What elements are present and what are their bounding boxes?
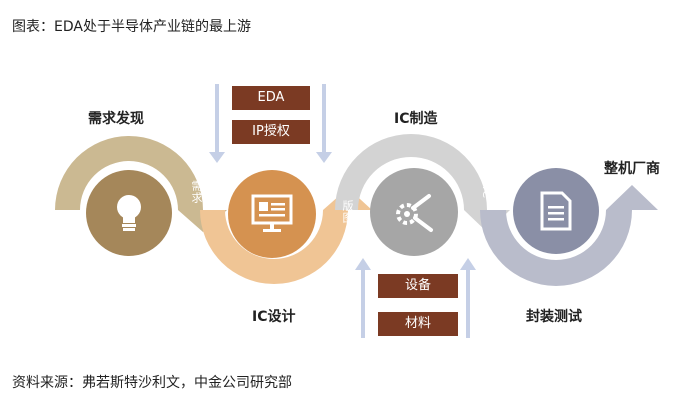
flow-label-layout: 版图 (341, 200, 354, 224)
demand-arc (55, 136, 227, 232)
packaging-arc (480, 185, 658, 286)
top-input-arrows (209, 84, 332, 163)
lightbulb-icon (117, 195, 141, 231)
bottom-input-arrows (355, 258, 476, 338)
presentation-board-icon (251, 194, 293, 232)
input-tag-equipment: 设备 (378, 274, 458, 298)
input-tag-eda: EDA (232, 86, 310, 110)
document-icon (540, 191, 572, 231)
flow-label-ic: IC (480, 186, 493, 199)
ic-design-circle (228, 170, 316, 258)
stage-label-ic-design: IC设计 (252, 309, 296, 325)
stage-label-ic-manufacturing: IC制造 (394, 111, 438, 127)
flow-label-demand: 需求 (190, 180, 203, 204)
tools-gear-wrench-icon (396, 194, 433, 232)
input-tag-materials: 材料 (378, 312, 458, 336)
manufacturing-arc (335, 134, 510, 232)
figure-title: 图表：EDA处于半导体产业链的最上游 (12, 19, 251, 35)
demand-circle (86, 170, 172, 256)
stage-label-demand: 需求发现 (88, 111, 144, 127)
ic-manufacturing-circle (370, 168, 458, 256)
stage-label-packaging-testing: 封装测试 (526, 309, 582, 325)
source-note: 资料来源：弗若斯特沙利文，中金公司研究部 (12, 375, 292, 391)
input-tag-ip-license: IP授权 (232, 120, 310, 144)
packaging-testing-circle (513, 168, 599, 254)
design-arc (200, 188, 372, 284)
stage-label-oem: 整机厂商 (604, 161, 660, 177)
